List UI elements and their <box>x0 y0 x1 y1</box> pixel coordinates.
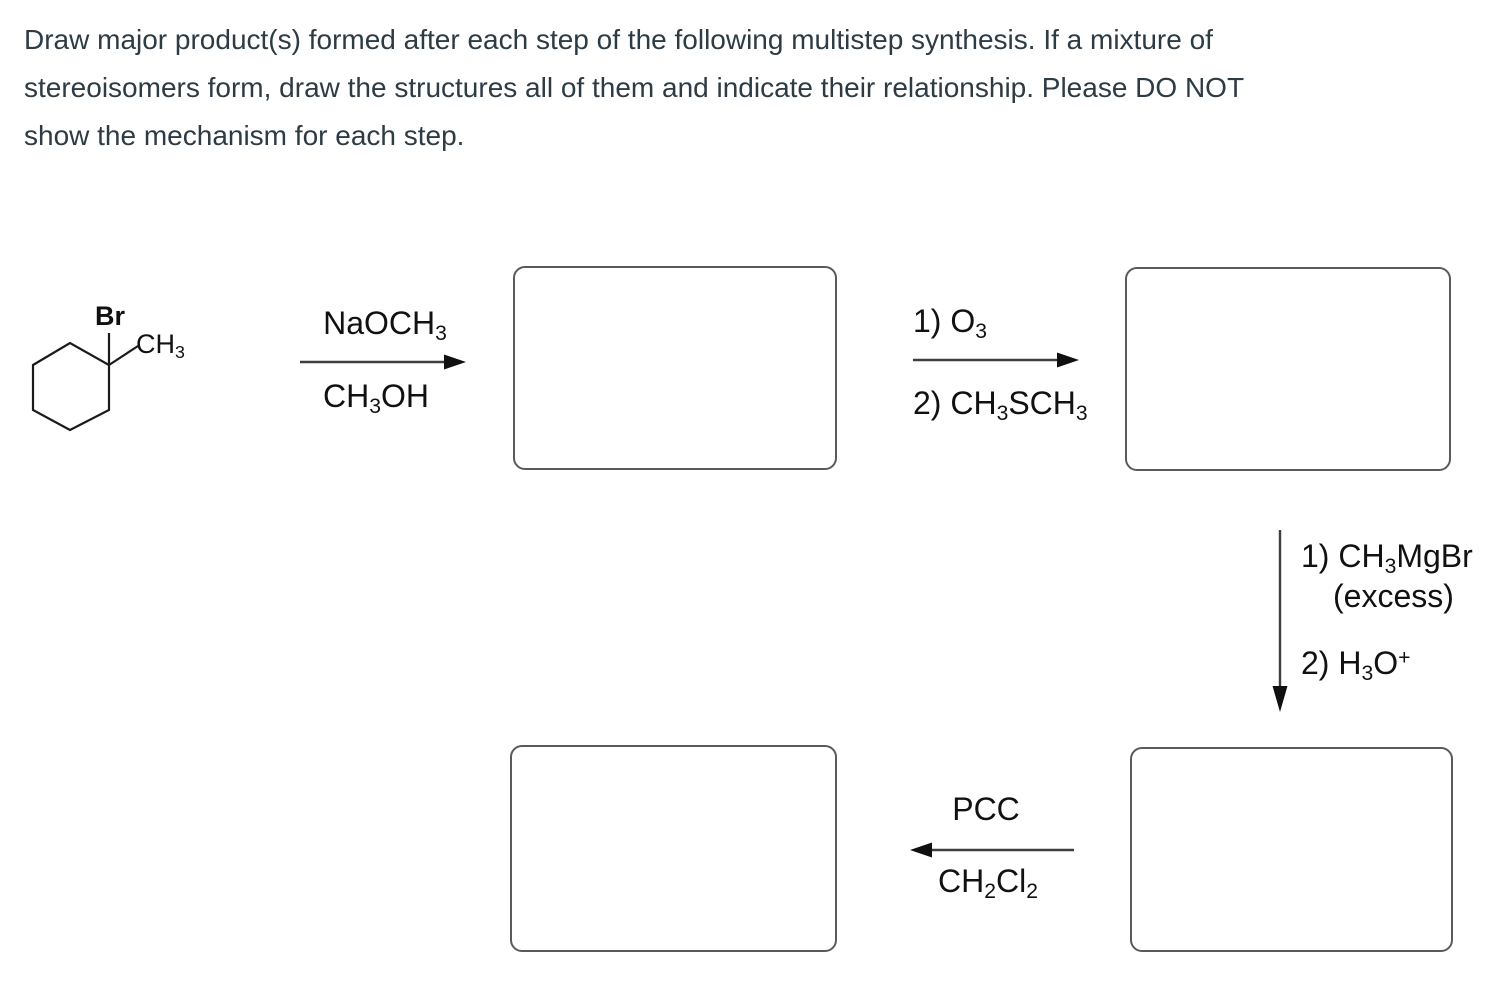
question-instructions: Draw major product(s) formed after each … <box>24 16 1444 160</box>
bromine-label: Br <box>95 301 126 331</box>
step1-arrow-right-icon <box>300 354 466 370</box>
product-box-3 <box>1130 747 1453 952</box>
instruction-line: show the mechanism for each step. <box>24 120 465 151</box>
bond-to-methyl <box>108 345 139 366</box>
step4-reagent-below: CH2Cl2 <box>938 863 1038 903</box>
step2-reagent-below: 2) CH3SCH3 <box>913 385 1088 425</box>
step4-arrow-left-icon <box>910 842 1074 858</box>
step1-reagent-above: NaOCH3 <box>323 305 447 345</box>
cyclohexane-ring <box>31 341 111 432</box>
step2-reagent-above: 1) O3 <box>913 303 987 343</box>
step3-reagent-line3: 2) H3O+ <box>1301 645 1411 685</box>
start-material-structure <box>31 333 139 432</box>
step2-arrow-right-icon <box>913 352 1079 368</box>
step3-reagent-line1: 1) CH3MgBr <box>1301 538 1473 578</box>
instruction-line: Draw major product(s) formed after each … <box>24 24 1213 55</box>
product-box-2 <box>1125 267 1451 471</box>
step1-reagent-below: CH3OH <box>323 378 429 418</box>
step3-arrow-down-icon <box>1272 530 1288 712</box>
product-box-4 <box>510 745 837 952</box>
product-box-1 <box>513 266 837 470</box>
methyl-label: CH3 <box>136 329 185 362</box>
step4-reagent-above: PCC <box>952 791 1020 827</box>
step3-reagent-line2: (excess) <box>1333 578 1454 614</box>
instruction-line: stereoisomers form, draw the structures … <box>24 72 1245 103</box>
